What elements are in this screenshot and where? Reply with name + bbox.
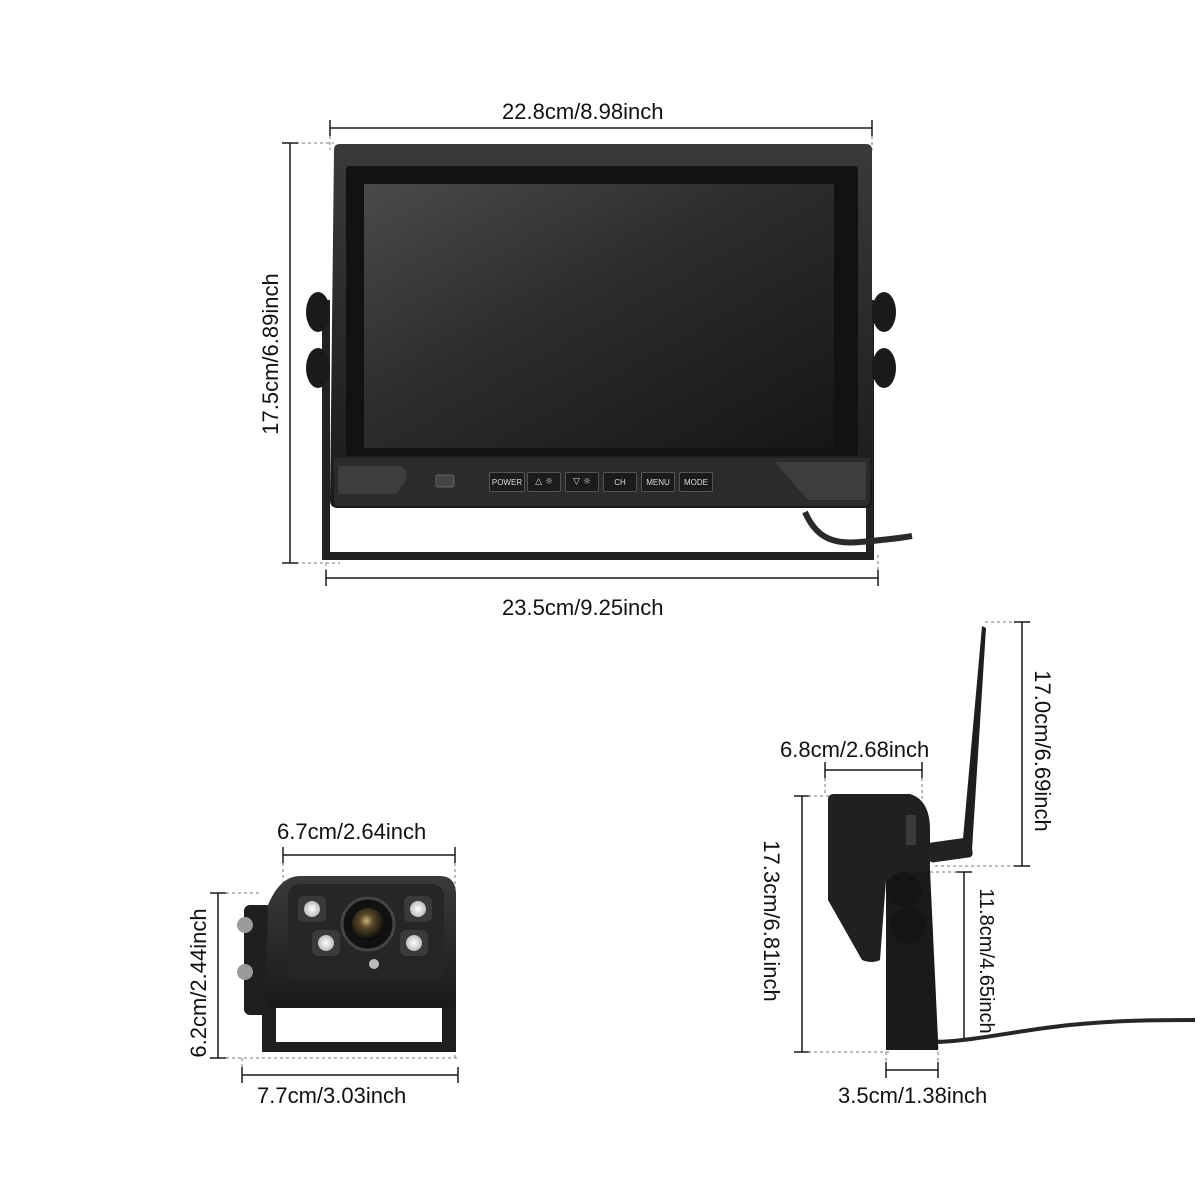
ir-sensor — [435, 474, 455, 488]
power-button[interactable]: POWER — [489, 472, 525, 492]
monitor-width-bottom-dimension-line — [325, 570, 879, 586]
bracket-height-label: 11.8cm/4.65inch — [975, 888, 997, 1034]
camera-screw-top — [237, 917, 253, 933]
monitor-control-strip — [334, 458, 870, 506]
antenna-base — [927, 837, 973, 863]
camera-width-bottom-dimension-line — [241, 1067, 459, 1083]
side-depth-label: 6.8cm/2.68inch — [780, 737, 930, 762]
channel-button-label: CH — [614, 477, 626, 487]
brightness-up-button[interactable]: △ ☼ — [527, 472, 561, 492]
base-depth-dimension-line — [885, 1062, 939, 1078]
brightness-down-button[interactable]: ▽ ☼ — [565, 472, 599, 492]
bracket-height-dimension-line — [956, 871, 972, 1041]
monitor-trim-left — [338, 466, 407, 494]
right-knob — [872, 292, 896, 388]
monitor-width-top-label: 22.8cm/8.98inch — [502, 99, 664, 124]
side-knob-bottom — [890, 908, 926, 944]
ir-leds — [298, 896, 432, 956]
base-depth-label: 3.5cm/1.38inch — [838, 1083, 988, 1108]
mode-button-label: MODE — [684, 477, 708, 487]
monitor-screen — [364, 184, 834, 448]
monitor-front — [282, 120, 913, 586]
mode-button[interactable]: MODE — [679, 472, 713, 492]
camera-side-mount — [244, 905, 272, 1015]
side-knob-top — [886, 872, 922, 908]
side-total-height-dimension-line — [794, 795, 810, 1053]
camera-screw-bottom — [237, 964, 253, 980]
camera-width-bottom-label: 7.7cm/3.03inch — [257, 1083, 407, 1108]
menu-button[interactable]: MENU — [641, 472, 675, 492]
camera-light-sensor — [369, 959, 379, 969]
brightness-down-label: ▽ ☼ — [573, 477, 591, 487]
monitor-trim-right — [775, 462, 866, 500]
camera-width-top-dimension-line — [282, 847, 456, 863]
monitor-width-bottom-label: 23.5cm/9.25inch — [502, 595, 664, 620]
monitor-height-dimension-line — [282, 142, 298, 564]
camera-bracket — [262, 990, 456, 1052]
left-knob — [306, 292, 330, 388]
camera — [210, 847, 460, 1083]
side-cable — [937, 1018, 1196, 1044]
antenna-height-label: 17.0cm/6.69inch — [1030, 670, 1055, 832]
side-slot — [906, 815, 916, 845]
menu-button-label: MENU — [646, 477, 670, 487]
monitor-cable — [802, 510, 913, 546]
monitor-width-top-dimension-line — [329, 120, 873, 136]
camera-width-top-label: 6.7cm/2.64inch — [277, 819, 427, 844]
power-button-label: POWER — [491, 477, 523, 487]
channel-button[interactable]: CH — [603, 472, 637, 492]
monitor-side-view — [794, 621, 1196, 1078]
side-depth-dimension-line — [824, 762, 923, 778]
camera-height-dimension-line — [210, 892, 226, 1059]
monitor-button-row: POWER △ ☼ ▽ ☼ CH MENU MODE — [489, 472, 719, 492]
camera-height-label: 6.2cm/2.44inch — [186, 908, 211, 1058]
monitor-height-label: 17.5cm/6.89inch — [258, 273, 283, 435]
brightness-up-label: △ ☼ — [535, 477, 553, 487]
side-guide-lines — [808, 621, 1014, 1064]
side-total-height-label: 17.3cm/6.81inch — [759, 840, 784, 1002]
camera-lens — [352, 908, 384, 940]
antenna — [962, 626, 986, 850]
antenna-height-dimension-line — [1014, 621, 1030, 867]
side-housing — [828, 794, 930, 962]
